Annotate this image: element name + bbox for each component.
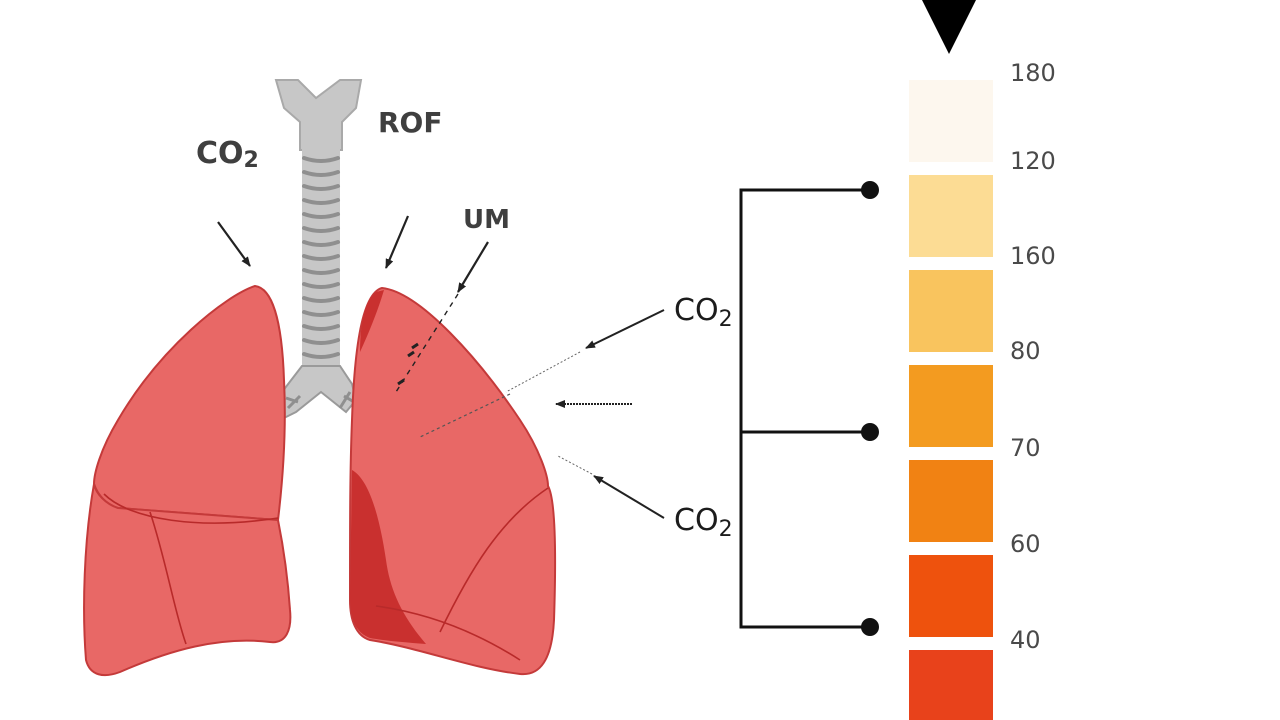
pointer-um bbox=[457, 241, 489, 293]
scale-swatch bbox=[909, 365, 993, 447]
trachea-ring bbox=[302, 198, 340, 205]
arrow-rof bbox=[384, 215, 410, 269]
trachea-ring bbox=[302, 296, 340, 303]
trachea-ring bbox=[302, 156, 340, 163]
trachea-ring bbox=[302, 282, 340, 289]
left-lung-upper-lobe bbox=[92, 284, 286, 522]
color-scale-ticks: 180 120 160 80 70 60 40 bbox=[1010, 59, 1056, 654]
scale-swatch bbox=[909, 175, 993, 257]
color-scale bbox=[909, 80, 993, 720]
trachea-ring bbox=[302, 338, 340, 345]
bracket-connector bbox=[739, 181, 879, 636]
trachea-ring bbox=[302, 226, 340, 233]
label-um: UM bbox=[463, 205, 510, 235]
left-lung-lower-lobe bbox=[83, 483, 292, 677]
scale-swatch bbox=[909, 80, 993, 162]
arrow-co2-left bbox=[217, 221, 251, 267]
right-lung-body bbox=[348, 286, 557, 676]
left-lung-fissure bbox=[103, 493, 279, 645]
scale-tick-label: 40 bbox=[1010, 626, 1041, 654]
scale-tick-label: 80 bbox=[1010, 337, 1041, 365]
pointer-middle-dotted bbox=[417, 393, 511, 439]
right-lung bbox=[348, 286, 557, 676]
label-co2-left: CO2 bbox=[196, 136, 259, 173]
bronchi bbox=[280, 365, 358, 420]
scale-tick-label: 70 bbox=[1010, 434, 1041, 462]
trachea-rings bbox=[302, 156, 340, 359]
bronchi-rings bbox=[285, 391, 355, 410]
trachea-ring bbox=[302, 240, 340, 247]
right-lung-shadow-top bbox=[360, 290, 384, 352]
arrow-co2-lower bbox=[593, 475, 665, 519]
right-lung-fissure bbox=[375, 487, 549, 661]
left-lung bbox=[83, 284, 292, 677]
scale-tick-label: 160 bbox=[1010, 242, 1056, 270]
pointer-co2-upper-dotted bbox=[505, 351, 581, 393]
bracket-dot-middle bbox=[861, 423, 879, 441]
bracket-dot-top bbox=[861, 181, 879, 199]
right-lung-shadow bbox=[350, 470, 426, 644]
trachea-ring bbox=[302, 212, 340, 219]
scale-swatch bbox=[909, 555, 993, 637]
scale-swatch bbox=[909, 270, 993, 352]
trachea-ring bbox=[302, 170, 340, 177]
scale-tick-label: 180 bbox=[1010, 59, 1056, 87]
trachea-ring bbox=[302, 268, 340, 275]
trachea-ring bbox=[302, 254, 340, 261]
pointer-co2-lower-dotted bbox=[557, 455, 593, 475]
trachea bbox=[274, 79, 363, 420]
scale-swatch bbox=[909, 650, 993, 720]
annotation-arrows bbox=[217, 215, 665, 519]
label-co2-upper-right: CO2 bbox=[674, 293, 733, 332]
trachea-ring bbox=[302, 184, 340, 191]
trachea-ring bbox=[302, 352, 340, 359]
bracket-dot-bottom bbox=[861, 618, 879, 636]
larynx-top bbox=[274, 79, 363, 151]
label-co2-lower-right: CO2 bbox=[674, 503, 733, 542]
trachea-ring bbox=[302, 310, 340, 317]
arrow-co2-upper bbox=[585, 309, 665, 349]
scale-tick-label: 120 bbox=[1010, 147, 1056, 175]
bracket-line bbox=[739, 188, 870, 629]
scale-swatch bbox=[909, 460, 993, 542]
scale-pointer-triangle bbox=[922, 0, 976, 54]
label-rof: ROF bbox=[378, 106, 443, 139]
pointer-um-dots bbox=[397, 342, 419, 386]
trachea-ring bbox=[302, 324, 340, 331]
scale-tick-label: 60 bbox=[1010, 530, 1041, 558]
